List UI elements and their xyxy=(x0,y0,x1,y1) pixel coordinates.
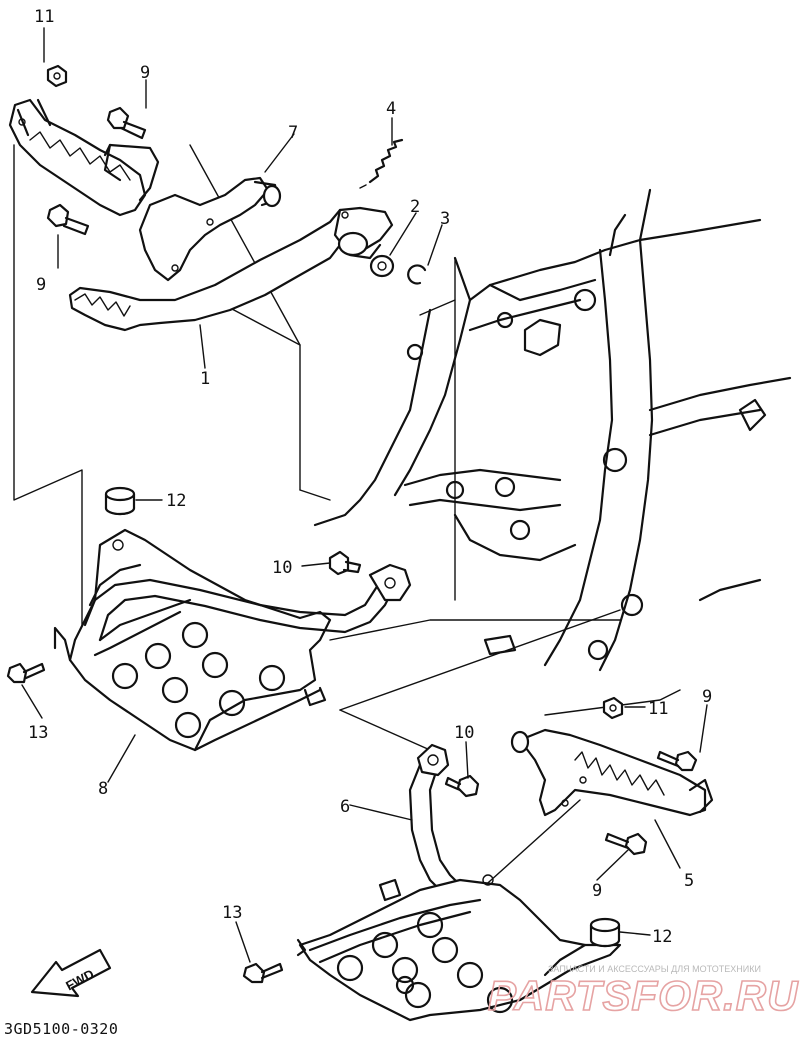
right-skid-plate xyxy=(296,874,622,1022)
bolt-13-left xyxy=(6,662,46,684)
left-guard-tube xyxy=(83,563,412,642)
callout-4: 4 xyxy=(386,99,396,119)
callout-6: 6 xyxy=(340,797,350,817)
watermark-logo: PARTSFOR.RU xyxy=(488,972,799,1019)
bolt-10-upper xyxy=(328,550,362,576)
callout-5: 5 xyxy=(684,871,694,891)
rubber-damper-12-right xyxy=(589,917,621,948)
nut-11-top xyxy=(46,64,68,88)
bolt-10-lower xyxy=(444,774,480,798)
callout-11-top: 11 xyxy=(34,7,54,27)
callout-12-right: 12 xyxy=(652,927,672,947)
forward-direction-arrow: FWD xyxy=(30,948,112,998)
bolt-13-lower xyxy=(242,962,284,984)
guide-lines xyxy=(13,144,681,891)
callout-10-upper: 10 xyxy=(272,558,292,578)
rubber-damper-12-left xyxy=(104,486,136,516)
callout-1: 1 xyxy=(200,369,210,389)
callout-8: 8 xyxy=(98,779,108,799)
callout-11-right: 11 xyxy=(648,699,668,719)
brake-pedal xyxy=(68,206,394,332)
callout-13-left: 13 xyxy=(28,723,48,743)
right-guard-tube xyxy=(408,743,472,907)
callout-3: 3 xyxy=(440,209,450,229)
leader-lines xyxy=(21,27,708,963)
callout-12-left: 12 xyxy=(166,491,186,511)
motorcycle-frame xyxy=(313,188,792,672)
bolt-9-top-a xyxy=(106,106,147,140)
watermark-tagline: ЗАПЧАСТИ И АКСЕССУАРЫ ДЛЯ МОТОТЕХНИКИ xyxy=(548,964,761,974)
washer xyxy=(369,254,395,278)
callout-9-top: 9 xyxy=(140,63,150,83)
callout-10-lower: 10 xyxy=(454,723,474,743)
bolt-9-right-a xyxy=(656,750,698,772)
spring xyxy=(359,138,404,189)
callout-9-right-top: 9 xyxy=(702,687,712,707)
diagram-code: 3GD5100-0320 xyxy=(4,1020,118,1038)
right-footrest xyxy=(510,728,714,817)
circlip xyxy=(407,264,427,285)
left-footpeg xyxy=(8,98,160,217)
nut-11-right xyxy=(602,696,624,720)
callout-9-left: 9 xyxy=(36,275,46,295)
callout-13-lower: 13 xyxy=(222,903,242,923)
watermark: ЗАПЧАСТИ И АКСЕССУАРЫ ДЛЯ МОТОТЕХНИКИ PA… xyxy=(487,964,799,1020)
bolt-9-top-b xyxy=(46,203,90,236)
callout-9-right-bottom: 9 xyxy=(592,881,602,901)
bolt-9-right-b xyxy=(604,832,648,856)
callout-numbers: 11 9 9 7 4 2 3 1 12 10 13 8 11 9 10 6 5 … xyxy=(28,7,712,947)
left-footrest-bracket xyxy=(138,176,282,282)
left-skid-plate xyxy=(53,528,332,752)
callout-7: 7 xyxy=(288,123,298,143)
callout-2: 2 xyxy=(410,197,420,217)
